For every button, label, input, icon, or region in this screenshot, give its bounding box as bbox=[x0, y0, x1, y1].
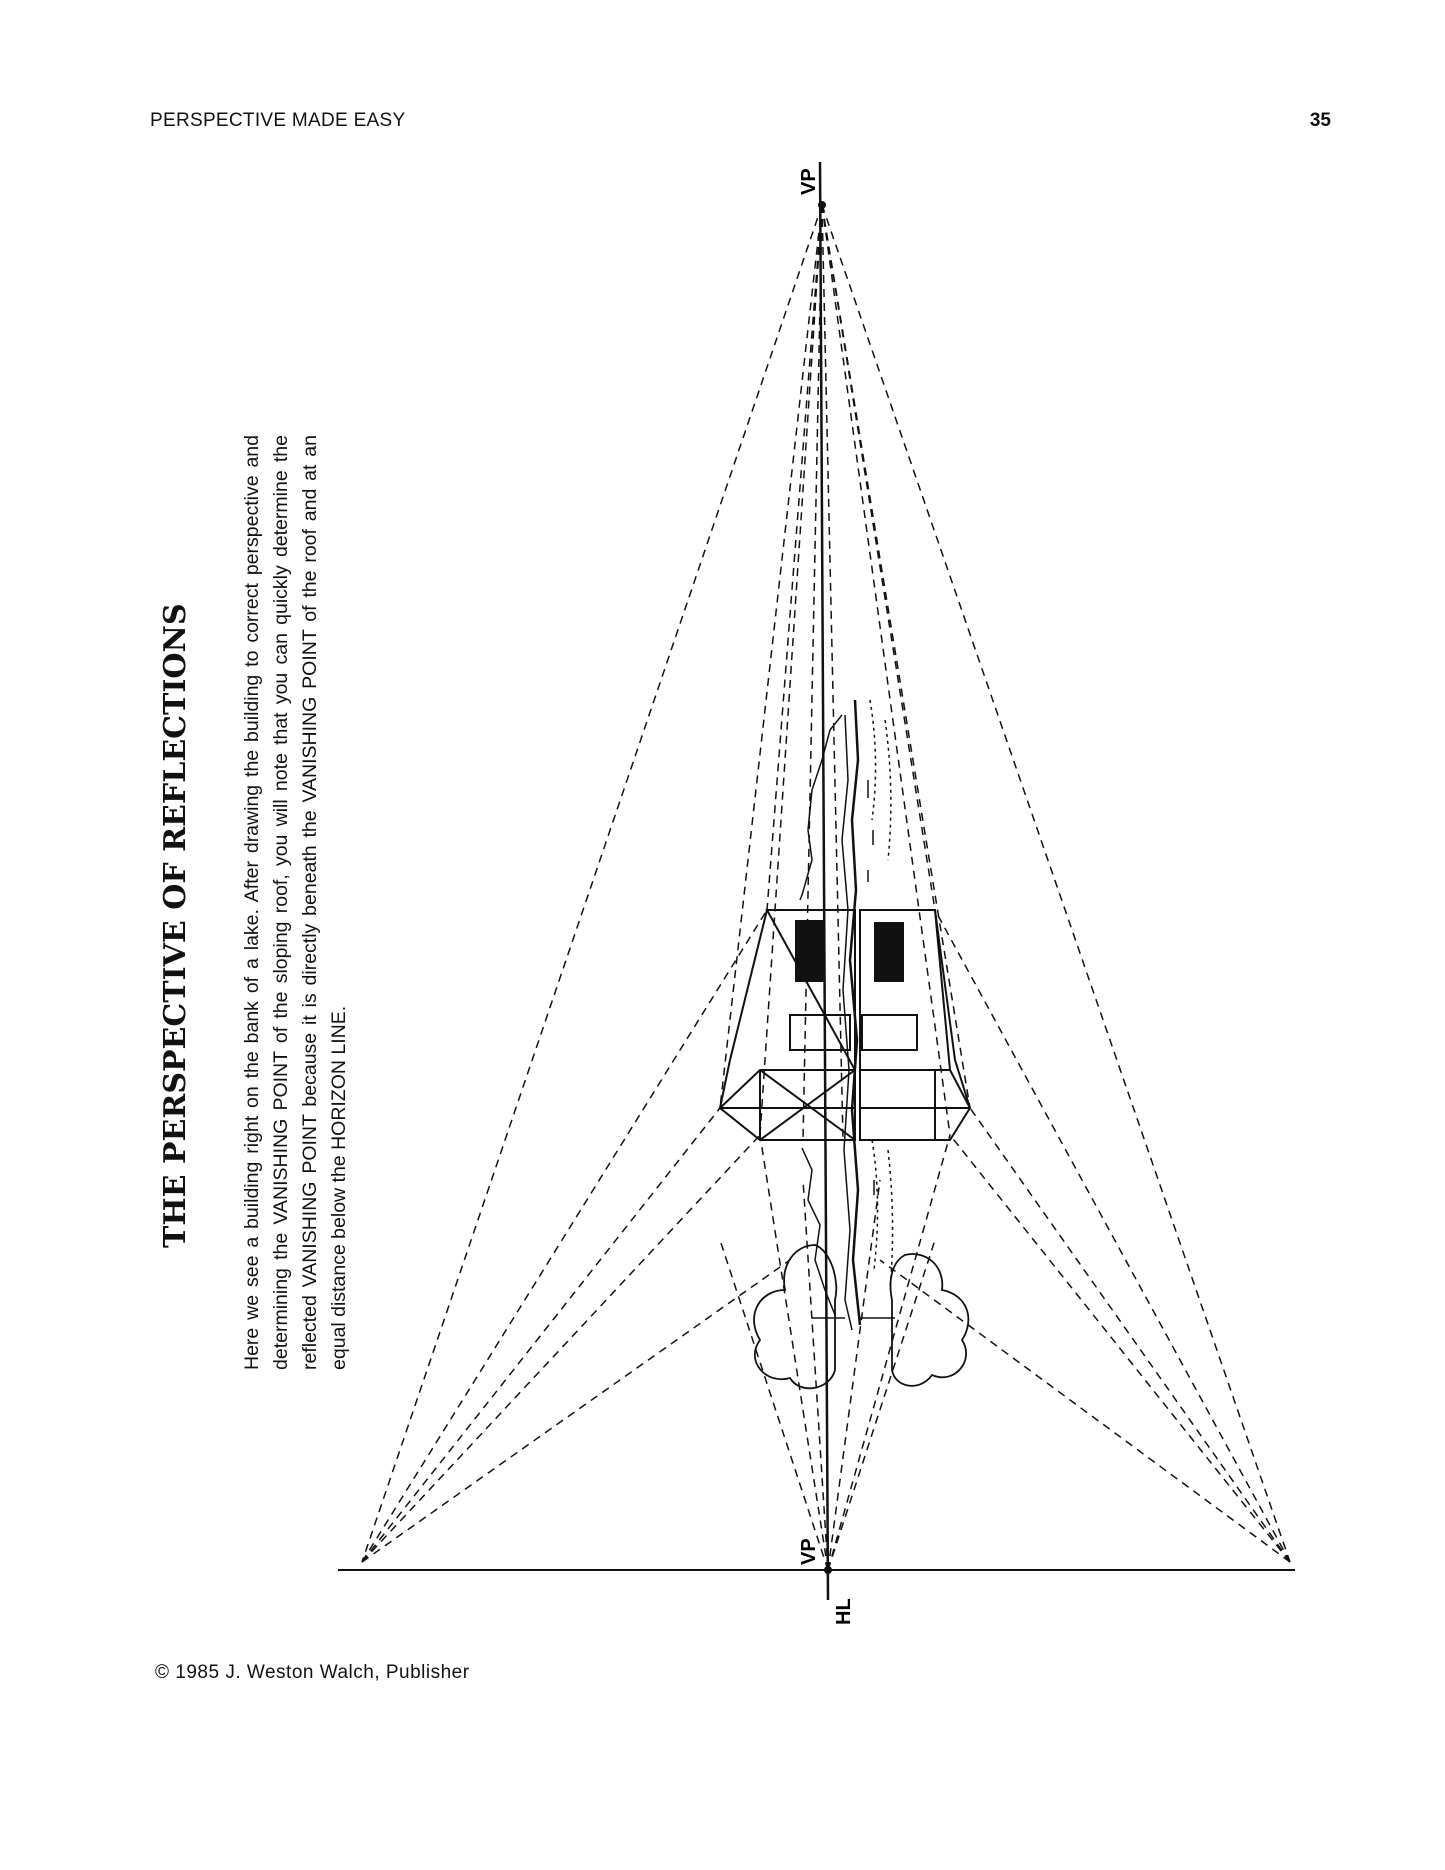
water-dashes bbox=[867, 780, 875, 1195]
copyright-notice: © 1985 J. Weston Walch, Publisher bbox=[155, 1662, 470, 1683]
reflected-tree bbox=[889, 1253, 970, 1387]
building-window bbox=[795, 920, 825, 982]
running-head: PERSPECTIVE MADE EASY bbox=[150, 110, 406, 131]
shoreline-outer bbox=[841, 714, 853, 1331]
shoreline bbox=[848, 699, 862, 1326]
building bbox=[718, 909, 856, 1141]
label-vp-top: VP bbox=[798, 168, 820, 195]
label-hl: HL bbox=[833, 1598, 855, 1625]
reflected-building-window bbox=[874, 922, 904, 982]
water-ripples bbox=[869, 699, 894, 1291]
reflected-building bbox=[859, 909, 972, 1141]
vertical-axis bbox=[818, 161, 830, 1601]
tree bbox=[753, 1244, 838, 1390]
construction-lines-bottom bbox=[719, 1134, 951, 1571]
page-number: 35 bbox=[1309, 110, 1331, 131]
construction-lines-sides bbox=[361, 909, 1291, 1563]
label-vp-bottom: VP bbox=[798, 1538, 820, 1565]
land-edge bbox=[799, 714, 843, 1316]
construction-lines-top bbox=[361, 204, 1291, 1563]
